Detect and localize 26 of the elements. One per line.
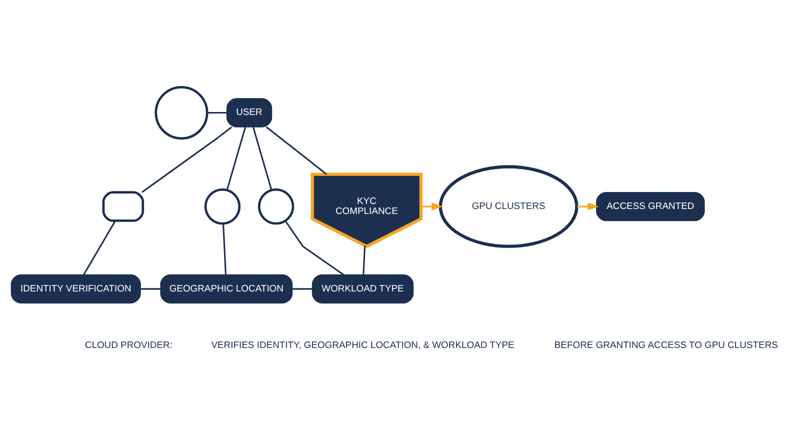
label: VERIFIES IDENTITY, GEOGRAPHIC LOCATION, & WORKLOAD TYPE	[211, 340, 514, 352]
label: CLOUD PROVIDER:	[84, 340, 172, 352]
node-box: GEOGRAPHIC LOCATION	[160, 274, 293, 304]
connector	[83, 220, 116, 276]
label: BEFORE GRANTING ACCESS TO GPU CLUSTERS	[554, 340, 778, 352]
connector	[252, 126, 272, 190]
connector	[292, 288, 312, 290]
connector	[266, 126, 327, 175]
connector	[226, 126, 246, 190]
connector	[207, 112, 228, 114]
node-box: WORKLOAD TYPE	[312, 274, 414, 304]
node-circle	[258, 188, 294, 225]
node-ellipse: GPU CLUSTERS	[438, 165, 578, 248]
node-box: ACCESS GRANTED	[596, 192, 705, 222]
node-circle	[204, 188, 241, 225]
connector	[140, 288, 161, 290]
connector	[141, 126, 232, 193]
node-box	[102, 191, 144, 222]
arrow	[420, 202, 443, 210]
connector	[362, 246, 366, 275]
node-box: USER	[226, 98, 272, 128]
connector	[222, 224, 227, 275]
arrow	[577, 202, 599, 210]
node-person	[154, 86, 208, 140]
node-box: IDENTITY VERIFICATION	[10, 274, 141, 304]
connector	[284, 220, 344, 276]
